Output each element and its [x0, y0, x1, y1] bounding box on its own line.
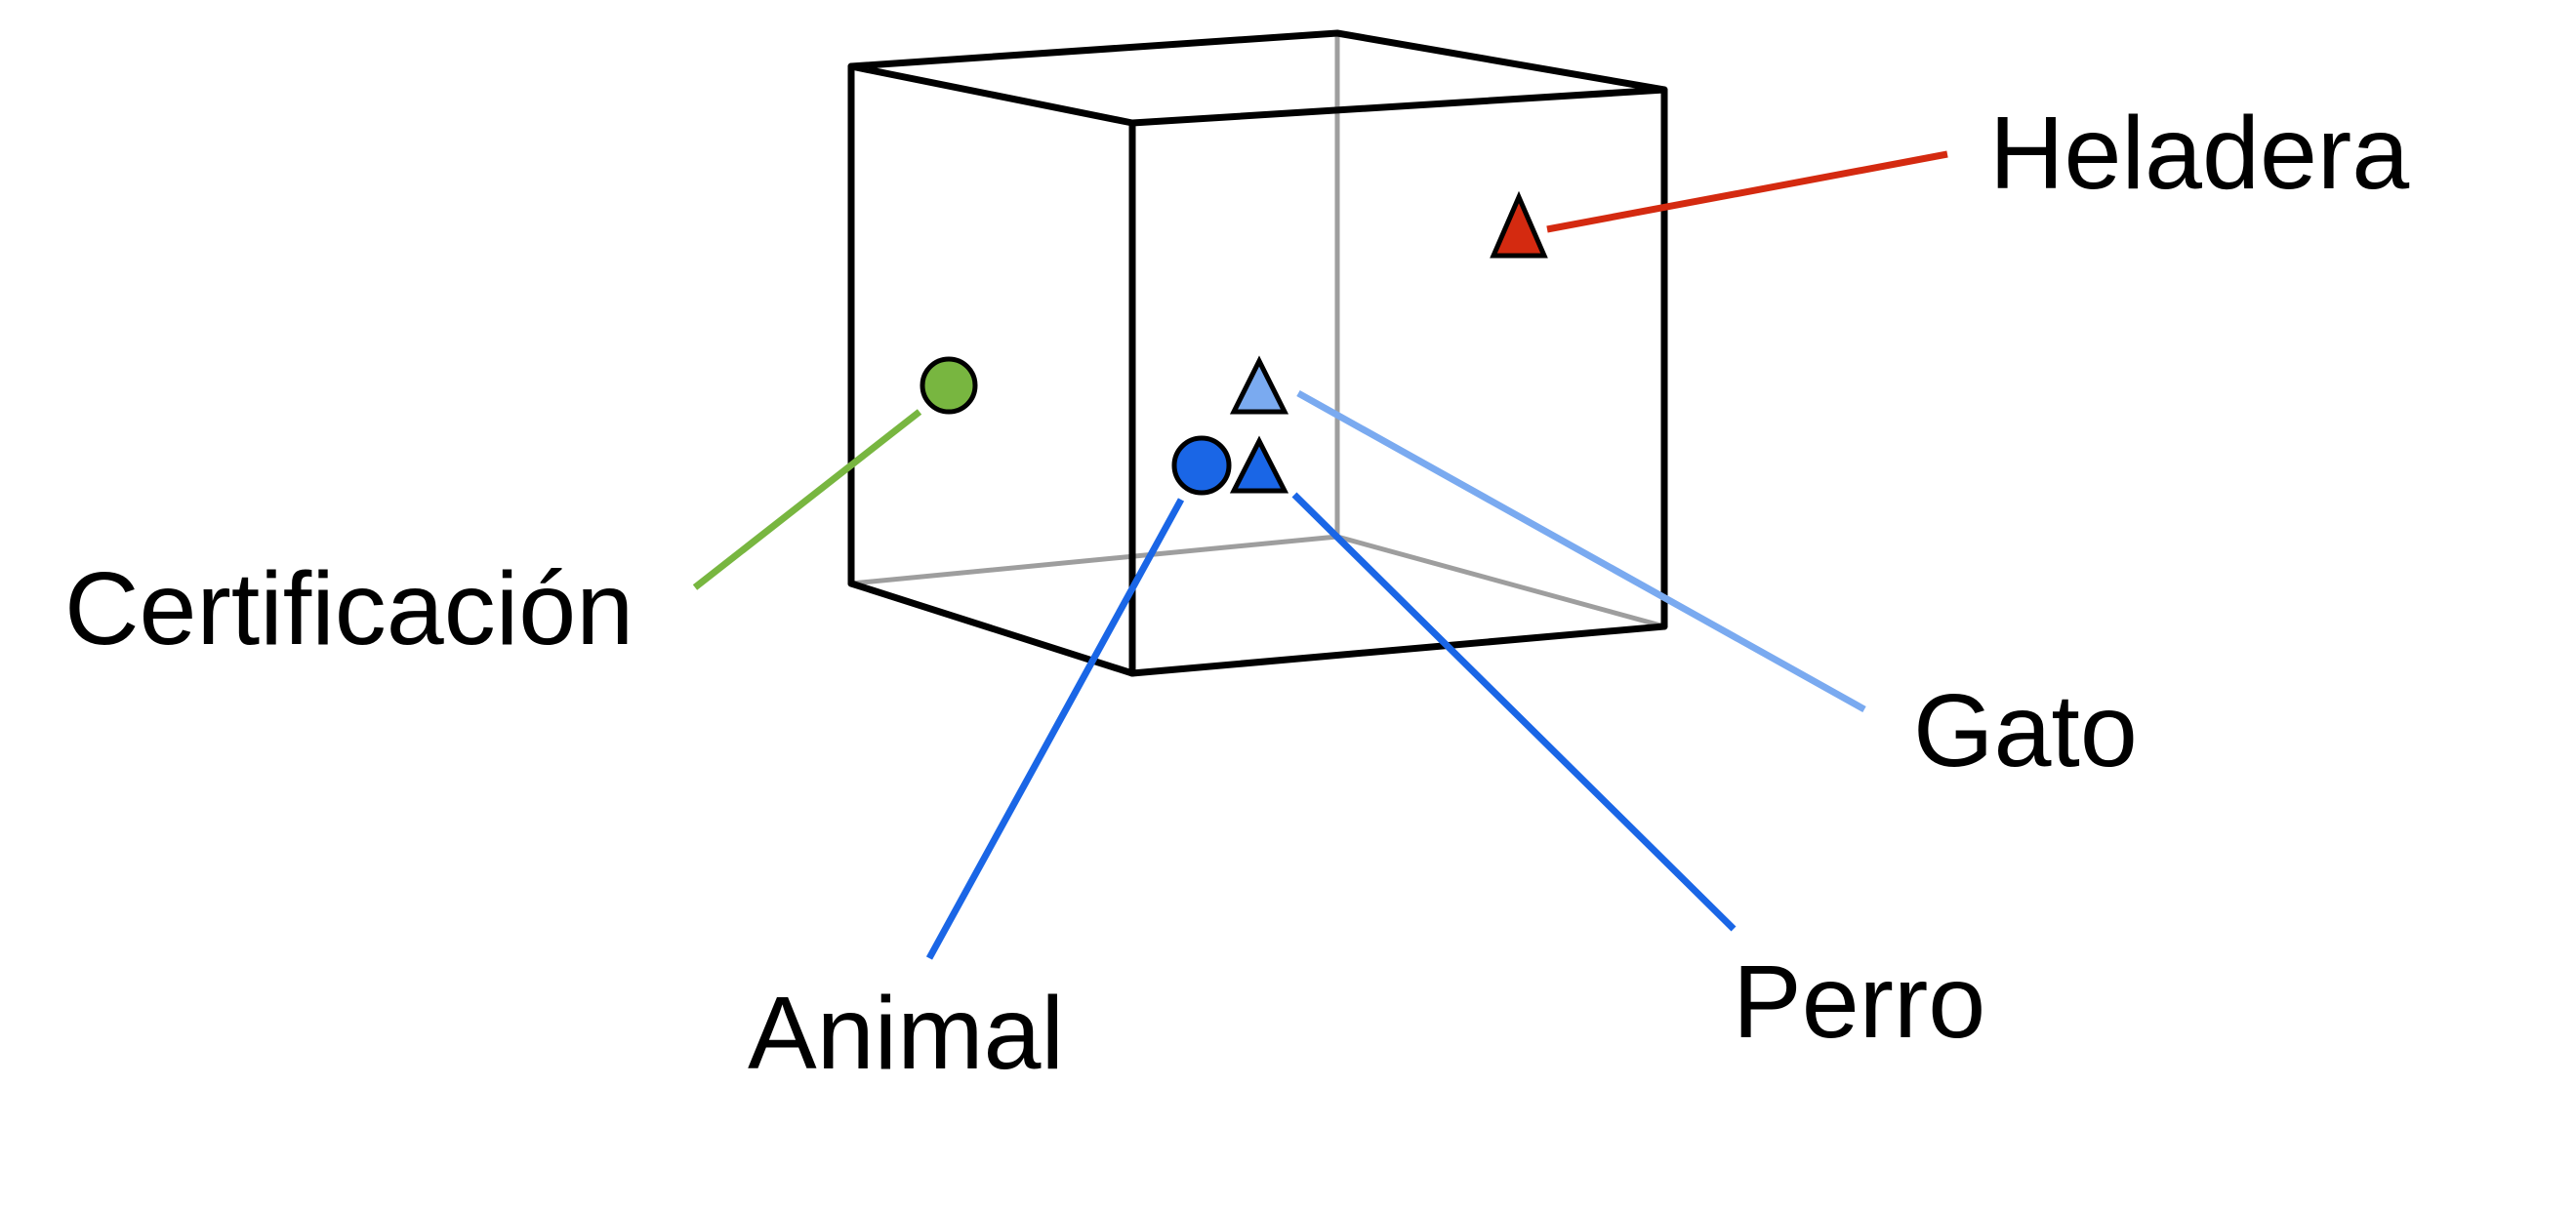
- certificacion-group: Certificación: [64, 356, 978, 666]
- cube-top-face: [847, 29, 1668, 127]
- heladera-label: Heladera: [1989, 96, 2409, 211]
- cube-hidden-edges: [848, 34, 1667, 629]
- gato-leader-line: [1296, 389, 1866, 713]
- perro-leader-line: [1291, 492, 1737, 932]
- perro-group: Perro: [1229, 435, 1985, 1060]
- heladera-triangle-marker: [1490, 190, 1548, 259]
- animal-label: Animal: [748, 976, 1064, 1091]
- cube-back-bottom-right-edge: [1334, 534, 1667, 629]
- gato-group: Gato: [1229, 355, 2138, 788]
- cube-bottom-right-edge: [1128, 623, 1668, 677]
- gato-triangle-marker: [1229, 355, 1289, 415]
- animal-leader-line: [925, 498, 1185, 960]
- gato-label: Gato: [1913, 673, 2138, 788]
- cube-back-bottom-left-edge: [848, 534, 1340, 586]
- perro-label: Perro: [1733, 945, 1985, 1060]
- animal-group: Animal: [748, 435, 1232, 1091]
- cube-visible-edges: [847, 29, 1668, 677]
- certificacion-circle-marker: [920, 356, 978, 415]
- certificacion-label: Certificación: [64, 551, 634, 666]
- certificacion-leader-line: [692, 409, 922, 590]
- heladera-leader-line: [1546, 150, 1948, 233]
- perro-triangle-marker: [1229, 435, 1289, 494]
- animal-circle-marker: [1171, 435, 1232, 496]
- heladera-group: Heladera: [1490, 96, 2409, 259]
- cube-bottom-left-edge: [847, 580, 1136, 677]
